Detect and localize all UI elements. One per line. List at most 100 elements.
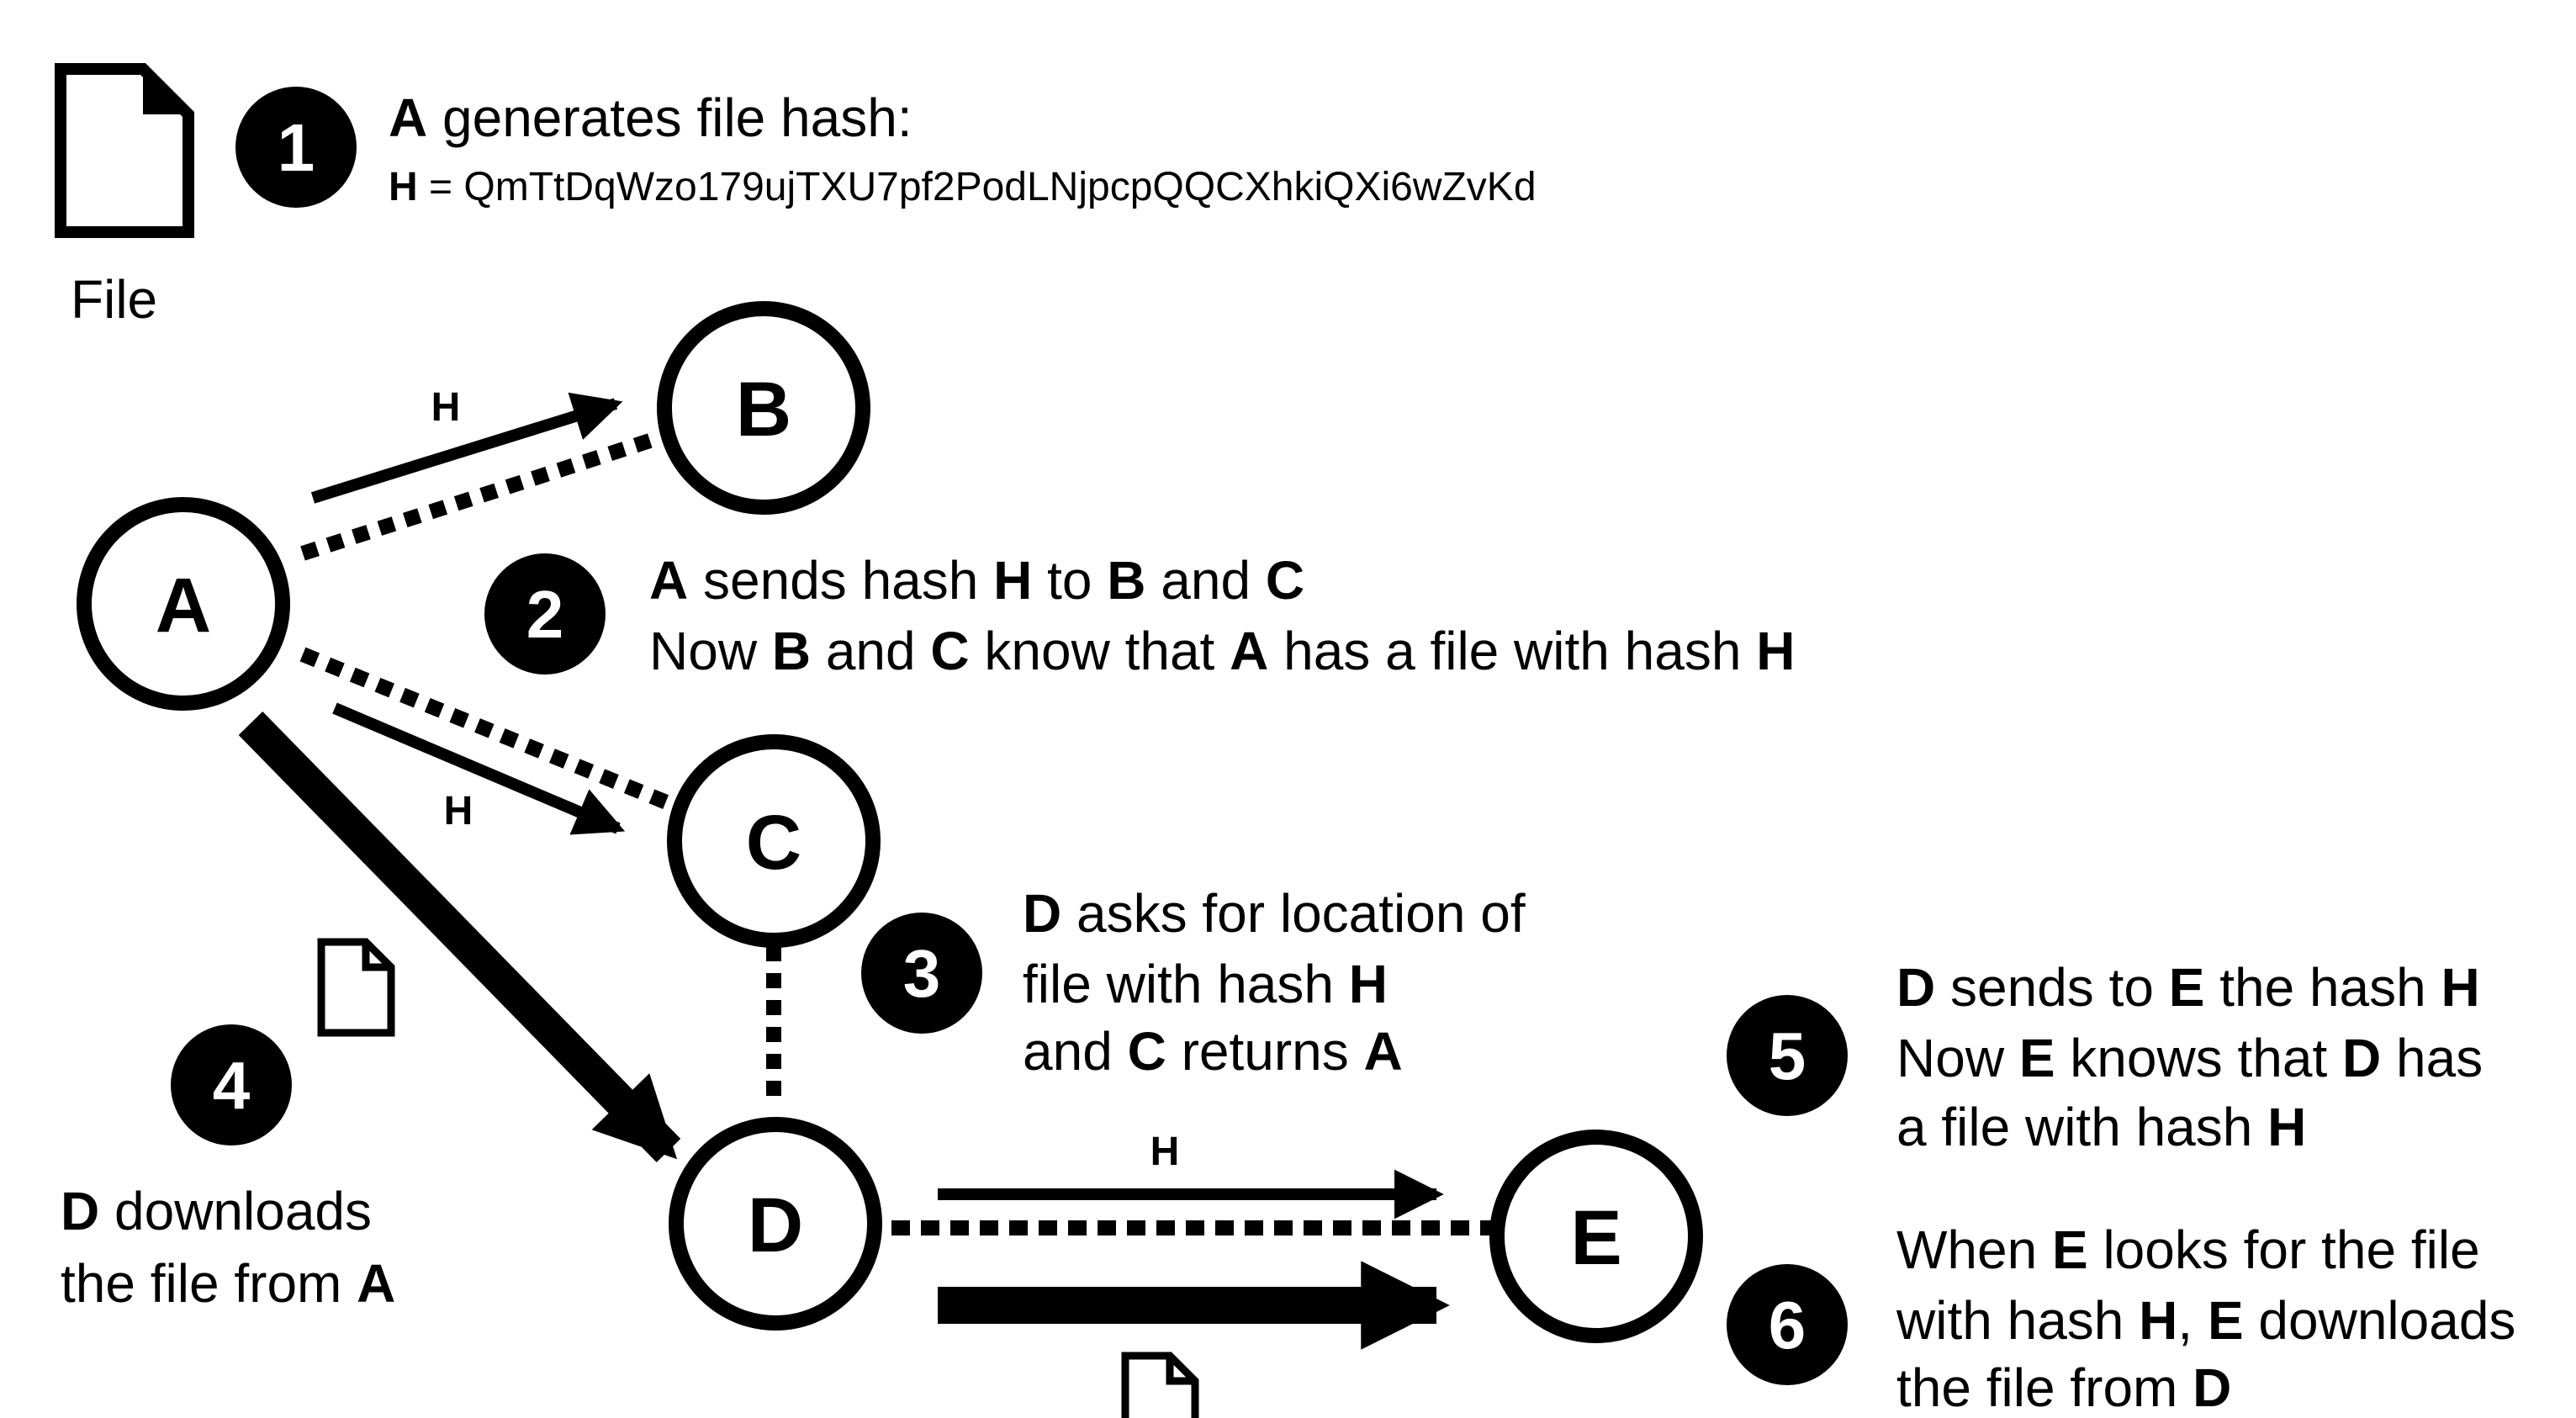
node-e: E — [1489, 1130, 1703, 1343]
file-icon — [317, 938, 395, 1037]
step-2-line-1-run-2: sends hash — [688, 550, 993, 611]
step-badge-3: 3 — [861, 913, 982, 1034]
step-6-line-3-run-1: the file from — [1896, 1357, 2193, 1418]
step-1-line-2: H = QmTtDqWzo179ujTXU7pf2PodLNjpcpQQCXhk… — [389, 165, 1537, 209]
step-badge-4: 4 — [171, 1024, 292, 1146]
step-2-line-2-run-2: B — [772, 621, 811, 681]
step-4-line-1-run-2: downloads — [99, 1181, 372, 1241]
step-4-line-1-run-1: D — [61, 1181, 99, 1241]
node-c: C — [667, 734, 881, 948]
step-1-number: 1 — [278, 110, 315, 185]
step-6-line-1-run-3: looks for the file — [2088, 1220, 2480, 1280]
step-badge-5: 5 — [1727, 995, 1848, 1116]
step-4-line-1: D downloads — [61, 1181, 372, 1241]
step-3-line-2-run-2: H — [1349, 954, 1388, 1014]
step-5-line-1: D sends to E the hash H — [1896, 957, 2480, 1018]
step-1-line-1: A generates file hash: — [389, 87, 912, 148]
step-2-line-1-run-3: H — [993, 550, 1032, 611]
step-5-line-2: Now E knows that D has — [1896, 1028, 2483, 1088]
edge-label-a-c: H — [444, 789, 473, 833]
step-5-line-1-run-2: sends to — [1935, 957, 2169, 1018]
arrow-a-to-c — [332, 702, 626, 835]
node-b-label: B — [736, 367, 791, 452]
step-1-line-1-run-2: generates file hash: — [427, 87, 912, 148]
edge-label-a-b: H — [431, 385, 461, 430]
arrow-a-to-d-download — [238, 712, 681, 1162]
step-5-line-2-run-1: Now — [1896, 1028, 2019, 1088]
step-3-line-2: file with hash H — [1023, 954, 1388, 1014]
step-1-line-2-run-1: H — [389, 165, 418, 209]
step-6-line-2: with hash H, E downloads — [1896, 1290, 2515, 1351]
step-3-line-1: D asks for location of — [1023, 883, 1526, 944]
step-6-line-3-run-2: D — [2193, 1357, 2231, 1418]
step-3-line-3: and C returns A — [1023, 1021, 1403, 1082]
step-5-line-2-run-5: has — [2381, 1028, 2483, 1088]
node-e-label: E — [1570, 1195, 1621, 1281]
node-a-label: A — [156, 563, 211, 648]
step-1-line-2-run-2: = QmTtDqWzo179ujTXU7pf2PodLNjpcpQQCXhkiQ… — [418, 165, 1537, 209]
link-a-c-dotted — [299, 647, 672, 811]
step-6-line-2-run-4: E — [2208, 1290, 2244, 1351]
step-2-line-2-run-4: C — [930, 621, 969, 681]
node-d-label: D — [748, 1183, 803, 1268]
step-2-line-2-run-1: Now — [649, 621, 772, 681]
step-2-line-1: A sends hash H to B and C — [649, 550, 1304, 611]
step-2-line-1-run-4: to — [1032, 550, 1107, 611]
step-3-line-1-run-2: asks for location of — [1061, 883, 1526, 944]
step-5-number: 5 — [1769, 1019, 1806, 1093]
step-6-line-1-run-2: E — [2052, 1220, 2088, 1280]
step-2-line-1-run-5: B — [1107, 550, 1145, 611]
step-3-number: 3 — [903, 936, 941, 1011]
step-2-line-2-run-3: and — [811, 621, 930, 681]
step-5-line-1-run-1: D — [1896, 957, 1935, 1018]
link-a-b-dotted — [300, 430, 663, 561]
arrow-a-to-b — [310, 392, 623, 504]
step-3-line-3-run-4: A — [1364, 1021, 1403, 1082]
step-6-line-2-run-1: with hash — [1896, 1290, 2139, 1351]
step-badge-6: 6 — [1727, 1264, 1848, 1385]
step-6-line-2-run-2: H — [2139, 1290, 2177, 1351]
step-2-line-1-run-1: A — [649, 550, 688, 611]
step-6-line-2-run-5: downloads — [2244, 1290, 2516, 1351]
step-6-number: 6 — [1769, 1288, 1806, 1362]
node-d: D — [669, 1117, 882, 1331]
step-2-line-2-run-7: has a file with hash — [1268, 621, 1756, 681]
step-6-line-1: When E looks for the file — [1896, 1220, 2480, 1280]
step-2-line-2: Now B and C know that A has a file with … — [649, 621, 1795, 681]
step-5-line-2-run-2: E — [2019, 1028, 2055, 1088]
step-3-line-3-run-3: returns — [1166, 1021, 1364, 1082]
step-2-line-2-run-5: know that — [970, 621, 1230, 681]
step-badge-1: 1 — [235, 87, 357, 208]
node-c-label: C — [746, 800, 801, 886]
step-2-line-2-run-8: H — [1756, 621, 1795, 681]
step-3-line-1-run-1: D — [1023, 883, 1061, 944]
step-3-line-3-run-1: and — [1023, 1021, 1128, 1082]
step-badge-2: 2 — [484, 553, 606, 675]
file-icon — [1121, 1352, 1199, 1418]
node-b: B — [657, 301, 870, 515]
step-5-line-1-run-5: H — [2441, 957, 2480, 1018]
step-5-line-3-run-1: a file with hash — [1896, 1097, 2267, 1157]
node-a: A — [77, 497, 290, 711]
step-3-line-2-run-1: file with hash — [1023, 954, 1349, 1014]
step-2-number: 2 — [526, 577, 564, 652]
step-5-line-3-run-2: H — [2267, 1097, 2306, 1157]
step-2-line-2-run-6: A — [1230, 621, 1268, 681]
edge-label-d-e: H — [1150, 1130, 1180, 1174]
step-3-line-3-run-2: C — [1128, 1021, 1166, 1082]
step-5-line-1-run-4: the hash — [2204, 957, 2441, 1018]
step-2-line-1-run-6: and — [1146, 550, 1266, 611]
step-4-line-2-run-2: A — [357, 1253, 395, 1314]
step-4-line-2: the file from A — [61, 1253, 395, 1314]
step-6-line-2-run-3: , — [2177, 1290, 2208, 1351]
step-4-number: 4 — [213, 1048, 251, 1123]
step-5-line-3: a file with hash H — [1896, 1097, 2306, 1157]
file-icon — [55, 63, 194, 238]
step-1-line-1-run-1: A — [389, 87, 427, 148]
step-4-line-2-run-1: the file from — [61, 1253, 357, 1314]
step-descriptions: A generates file hash:H = QmTtDqWzo179uj… — [61, 87, 2515, 1418]
step-5-line-1-run-3: E — [2169, 957, 2205, 1018]
step-6-line-3: the file from D — [1896, 1357, 2231, 1418]
